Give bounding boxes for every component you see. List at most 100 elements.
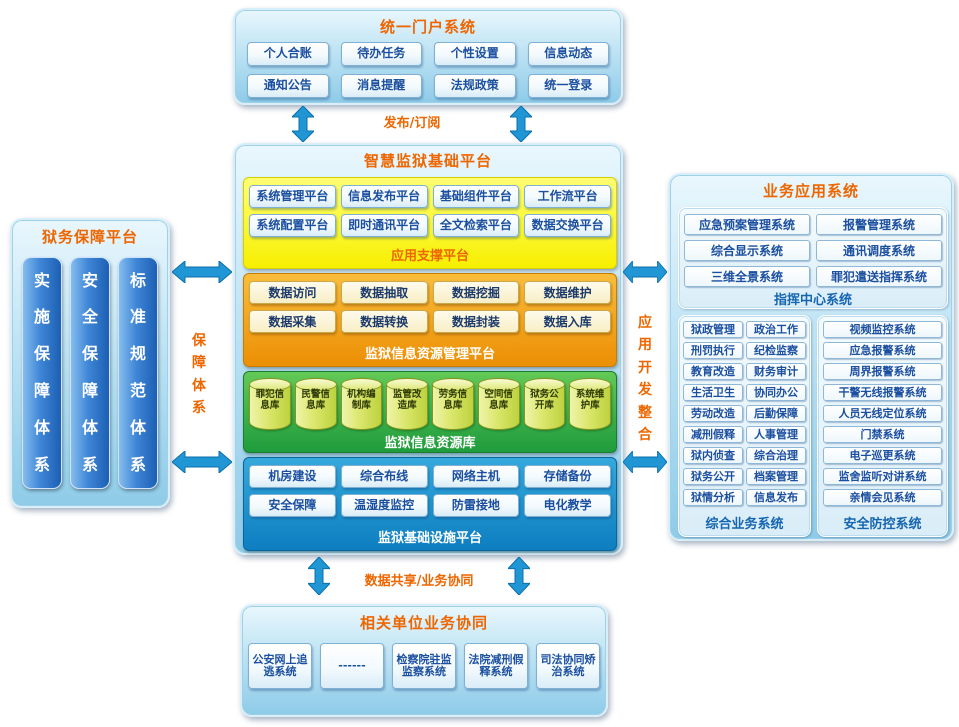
database-cylinder-icon: 空间信息库 [477,378,520,430]
double-arrow-vertical-icon [292,106,314,142]
comprehensive-label: 综合业务系统 [705,517,784,532]
comprehensive-item: 狱内侦查 [683,447,743,464]
comprehensive-item: 财务审计 [746,363,806,380]
database-label: 监管改造库 [392,389,422,411]
command-center-grid: 应急预案管理系统 报警管理系统 综合显示系统 通讯调度系统 三维全景系统 罪犯遣… [679,208,947,287]
comprehensive-item: 信息发布 [746,489,806,506]
security-item: 人员无线定位系统 [823,405,942,422]
collaboration-item: 司法协同矫治系统 [536,643,600,689]
security-item: 视频监控系统 [823,321,942,338]
app-support-item: 即时通讯平台 [340,214,428,237]
resource-db-row: 罪犯信息库 民警信息库 机构编制库 监管改造库 劳务信息库 空间信息库 狱务公开… [244,372,616,430]
portal-item: 法规政策 [434,74,516,98]
infrastructure-item: 防雷接地 [432,494,520,517]
comprehensive-item: 综合治理 [746,447,806,464]
database-cylinder-icon: 狱务公开库 [523,378,566,430]
resource-db-label: 监狱信息资源库 [384,436,476,451]
collaboration-row: 公安网上追逃系统 ------ 检察院驻监监察系统 法院减刑假释系统 司法协同矫… [242,633,606,689]
portal-item: 待办任务 [340,42,422,66]
infrastructure-section: 机房建设 综合布线 网络主机 存储备份 安全保障 温湿度监控 防雷接地 电化教学… [243,457,617,551]
portal-item: 个性设置 [434,42,516,66]
security-grid: 视频监控系统 应急报警系统 周界报警系统 干警无线报警系统 人员无线定位系统 门… [818,316,947,506]
resource-mgmt-item: 数据访问 [249,281,336,304]
app-support-item: 信息发布平台 [340,185,428,208]
resource-mgmt-item: 数据抽取 [340,281,428,304]
resource-mgmt-label: 监狱信息资源管理平台 [364,347,495,362]
infrastructure-label: 监狱基础设施平台 [377,531,482,546]
resource-mgmt-item: 数据封装 [432,310,520,333]
comprehensive-item: 教育改造 [683,363,743,380]
command-center-subpanel: 应急预案管理系统 报警管理系统 综合显示系统 通讯调度系统 三维全景系统 罪犯遣… [678,207,948,309]
comprehensive-item: 后勤保障 [746,405,806,422]
double-arrow-vertical-icon [508,557,530,595]
database-label: 民警信息库 [301,389,330,411]
portal-item: 统一登录 [527,74,609,98]
resource-db-section: 罪犯信息库 民警信息库 机构编制库 监管改造库 劳务信息库 空间信息库 狱务公开… [243,371,617,453]
infrastructure-item: 电化教学 [524,494,611,517]
app-support-item: 系统管理平台 [249,185,336,208]
pillar-label: 安全保障体系 [81,270,98,474]
portal-item: 消息提醒 [340,74,422,98]
database-label: 罪犯信息库 [255,389,285,411]
app-support-grid: 系统管理平台 信息发布平台 基础组件平台 工作流平台 系统配置平台 即时通讯平台… [244,178,616,237]
double-arrow-horizontal-icon [172,261,232,283]
database-cylinder-icon: 劳务信息库 [432,378,474,430]
double-arrow-horizontal-icon [623,261,667,283]
command-center-item: 综合显示系统 [684,240,810,261]
comprehensive-item: 档案管理 [746,468,806,485]
database-label: 机构编制库 [347,389,376,411]
portal-item: 通知公告 [247,74,329,98]
comprehensive-item: 狱务公开 [683,468,743,485]
portal-item: 信息动态 [527,42,609,66]
app-dev-integration-label: 应用开发整合 [637,312,653,446]
guarantee-pillar: 安全保障体系 [70,257,110,489]
guarantee-pillar: 实施保障体系 [22,257,62,489]
resource-mgmt-item: 数据入库 [524,310,611,333]
guarantee-panel: 狱务保障平台 实施保障体系 安全保障体系 标准规范体系 [10,218,170,508]
database-label: 狱务公开库 [530,389,559,411]
infrastructure-item: 安全保障 [249,494,336,517]
comprehensive-grid: 狱政管理 政治工作 刑罚执行 纪检监察 教育改造 财务审计 生活卫生 协同办公 … [679,316,810,506]
collaboration-item: ------ [320,643,384,689]
security-label: 安全防控系统 [843,517,922,532]
pillar-label: 实施保障体系 [33,270,50,474]
app-support-item: 系统配置平台 [249,214,336,237]
comprehensive-item: 劳动改造 [683,405,743,422]
comprehensive-item: 减刑假释 [683,426,743,443]
app-support-section: 系统管理平台 信息发布平台 基础组件平台 工作流平台 系统配置平台 即时通讯平台… [243,177,617,269]
security-item: 周界报警系统 [823,363,942,380]
app-support-item: 基础组件平台 [432,185,520,208]
command-center-item: 报警管理系统 [816,214,942,235]
portal-panel: 统一门户系统 个人合账 待办任务 个性设置 信息动态 通知公告 消息提醒 法规政… [233,8,623,105]
double-arrow-vertical-icon [510,106,532,142]
pillar-label: 标准规范体系 [129,270,146,474]
infrastructure-item: 网络主机 [432,465,520,488]
resource-mgmt-item: 数据维护 [524,281,611,304]
publish-subscribe-label: 发布/订阅 [383,116,441,131]
base-platform-title: 智慧监狱基础平台 [363,152,492,170]
support-system-label: 保障体系 [191,330,207,420]
double-arrow-horizontal-icon [172,451,232,473]
security-item: 电子巡更系统 [823,447,942,464]
collaboration-item: 检察院驻监监察系统 [392,643,456,689]
database-cylinder-icon: 民警信息库 [294,378,337,430]
comprehensive-subpanel: 狱政管理 政治工作 刑罚执行 纪检监察 教育改造 财务审计 生活卫生 协同办公 … [678,315,811,537]
resource-mgmt-item: 数据转换 [340,310,428,333]
app-support-item: 工作流平台 [524,185,611,208]
resource-mgmt-item: 数据挖掘 [432,281,520,304]
command-center-item: 应急预案管理系统 [684,214,810,235]
guarantee-pillar: 标准规范体系 [118,257,158,489]
command-center-label: 指挥中心系统 [773,293,852,308]
base-platform-panel: 智慧监狱基础平台 系统管理平台 信息发布平台 基础组件平台 工作流平台 系统配置… [233,143,623,555]
command-center-item: 罪犯遣送指挥系统 [816,266,942,287]
database-label: 系统维护库 [575,389,605,411]
comprehensive-item: 政治工作 [746,321,806,338]
security-item: 亲情会见系统 [823,489,942,506]
collaboration-item: 公安网上追逃系统 [248,643,312,689]
infrastructure-grid: 机房建设 综合布线 网络主机 存储备份 安全保障 温湿度监控 防雷接地 电化教学 [244,458,616,517]
collaboration-title: 相关单位业务协同 [359,614,488,632]
database-cylinder-icon: 监管改造库 [386,378,428,430]
database-cylinder-icon: 机构编制库 [340,378,383,430]
database-label: 空间信息库 [484,389,513,411]
portal-title: 统一门户系统 [379,18,476,36]
